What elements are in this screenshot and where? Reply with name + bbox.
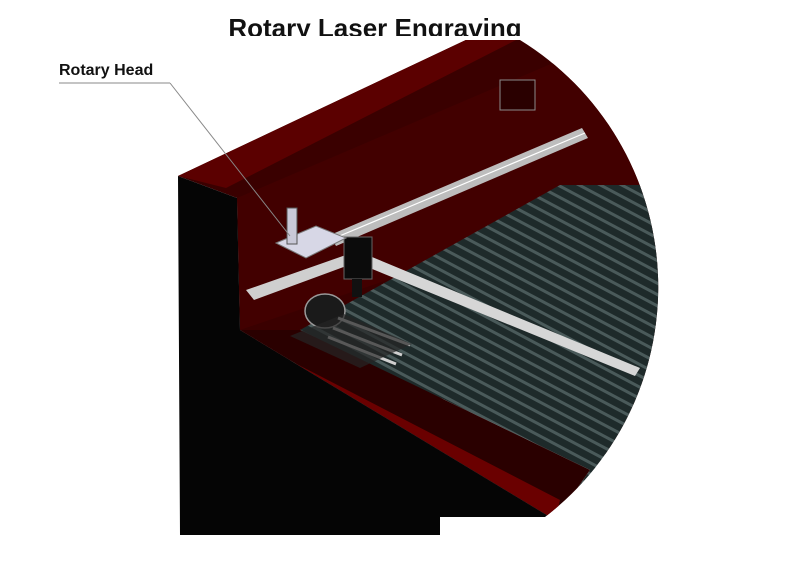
rotary-head-leader-line (169, 82, 291, 237)
back-gantry-rail (330, 128, 588, 246)
laser-head-nozzle (352, 279, 362, 297)
roller-base (290, 314, 412, 368)
x-gantry-rod (355, 252, 640, 376)
cutaway-view (178, 40, 659, 535)
laser-head-carriage (343, 236, 373, 280)
honeycomb-bed (300, 185, 659, 520)
diagram-title: Rotary Laser Engraving (228, 13, 522, 36)
cabinet-lid-edge (178, 40, 520, 188)
rotary-head-post (286, 207, 298, 245)
callout-rotary-head: Rotary Head (59, 62, 154, 79)
lid-window-slot (499, 79, 536, 111)
back-gantry-rail-edge (329, 132, 586, 241)
bed-red-rim (240, 330, 560, 520)
rotary-head-plate (274, 225, 348, 259)
cabinet-front-panel (178, 176, 555, 535)
x-gantry-beam (246, 250, 368, 300)
